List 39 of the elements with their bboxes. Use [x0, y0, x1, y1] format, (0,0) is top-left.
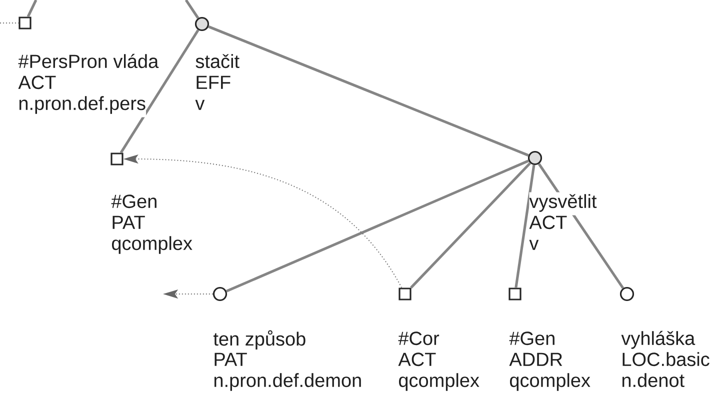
square-node	[18, 16, 32, 30]
node-label: ADDR	[509, 350, 564, 374]
node-label: ACT	[529, 213, 568, 236]
node-label: ACT	[18, 73, 56, 96]
connector-line	[208, 25, 529, 157]
node-label: ACT	[398, 350, 436, 374]
node-label: #Cor	[398, 329, 440, 352]
node-label: n.pron.def.pers	[18, 94, 146, 118]
connector-line	[514, 164, 536, 288]
connector-line	[26, 0, 38, 18]
node-label: #PersPron vláda	[18, 52, 159, 76]
connector-line	[120, 29, 200, 154]
connector-line	[184, 0, 200, 19]
node-label: PAT	[111, 213, 146, 236]
square-node	[110, 152, 124, 166]
node-label: v	[195, 94, 205, 118]
node-label: ten způsob	[213, 329, 306, 353]
node-label: qcomplex	[398, 371, 480, 394]
node-label: n.denot	[621, 371, 685, 394]
circle-node	[620, 286, 634, 302]
node-label: qcomplex	[111, 234, 193, 258]
square-node	[398, 288, 412, 300]
connector-line	[0, 22, 20, 24]
node-label: vysvětlit	[529, 192, 597, 216]
node-label: stačit	[195, 52, 240, 76]
node-label: EFF	[195, 73, 232, 96]
square-node	[508, 288, 522, 300]
node-label: qcomplex	[509, 371, 591, 394]
node-label: v	[529, 234, 539, 258]
node-label: PAT	[213, 350, 248, 374]
connector-line	[226, 160, 530, 292]
node-label: vyhláška	[621, 329, 696, 352]
node-label: #Gen	[509, 329, 556, 352]
node-label: #Gen	[111, 192, 158, 216]
circle-node	[194, 16, 210, 32]
node-label: n.pron.def.demon	[213, 371, 362, 394]
circle-node	[528, 150, 542, 166]
connector-line	[410, 162, 532, 289]
node-label: LOC.basic	[621, 350, 710, 374]
